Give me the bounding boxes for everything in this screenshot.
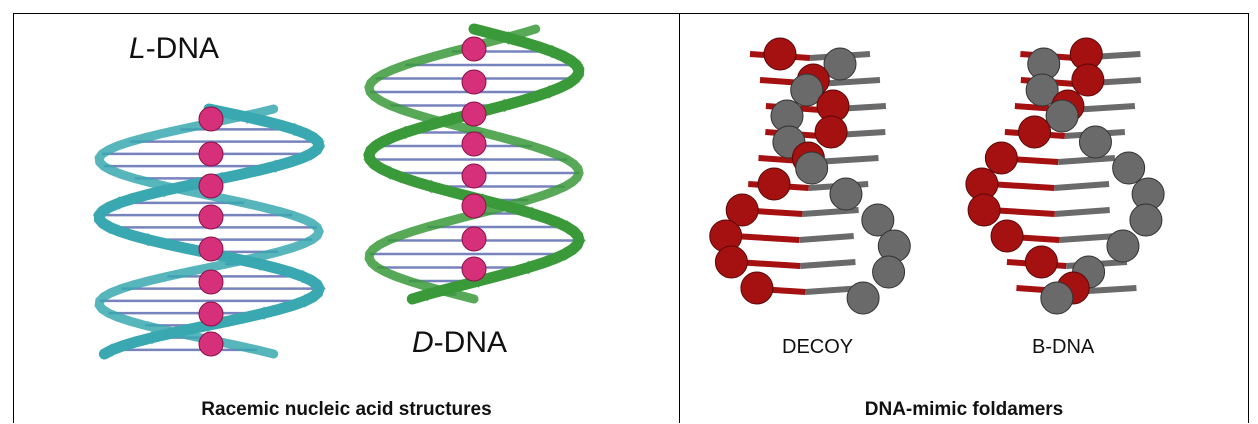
l-dna-ion: [198, 301, 224, 327]
decoy-grey-sphere: [861, 203, 895, 237]
l-dna-label: L-DNA: [129, 32, 220, 65]
l-dna-ion: [198, 106, 224, 132]
decoy-grey-sphere: [872, 255, 906, 289]
l-dna-ion: [198, 269, 224, 295]
foldamer-illustration: [709, 37, 1165, 315]
l-dna-ion: [198, 141, 224, 167]
decoy-grey-sphere: [823, 47, 857, 81]
decoy-red-sphere: [725, 193, 759, 227]
foldamer-caption: DNA-mimic foldamers: [864, 399, 1064, 420]
decoy-red-sphere: [763, 37, 797, 71]
decoy-red-sphere: [740, 271, 774, 305]
d-dna-ion: [461, 226, 487, 252]
b-dna-label: B-DNA: [1032, 336, 1095, 358]
decoy-grey-strand: [798, 233, 854, 243]
decoy-red-sphere: [814, 115, 848, 149]
d-dna-ion: [461, 163, 487, 189]
b-dna-grey-strand: [1054, 207, 1110, 217]
decoy-grey-sphere: [790, 73, 824, 107]
decoy-grey-strand: [802, 207, 859, 217]
b-dna-red-sphere: [1024, 245, 1058, 279]
b-dna-grey-sphere: [1045, 99, 1079, 133]
b-dna-red-sphere: [1071, 63, 1105, 97]
b-dna-grey-strand: [1059, 233, 1117, 243]
b-dna-red-sphere: [984, 141, 1018, 175]
d-dna-ion: [461, 101, 487, 127]
d-dna-ion: [461, 36, 487, 62]
l-dna-ion: [198, 173, 224, 199]
racemic-illustration: [92, 23, 586, 360]
b-dna-red-strand: [989, 207, 1056, 217]
l-dna-backbone-back: [94, 104, 324, 359]
decoy-red-strand: [733, 233, 800, 243]
b-dna-grey-sphere: [1129, 203, 1163, 237]
b-dna-red-strand: [988, 181, 1055, 191]
b-dna-grey-strand: [1058, 155, 1116, 165]
racemic-caption: Racemic nucleic acid structures: [201, 399, 492, 420]
b-dna-grey-sphere: [1106, 229, 1140, 263]
d-dna-label: D-DNA: [412, 326, 508, 359]
decoy-red-sphere: [714, 245, 748, 279]
l-dna-ion: [198, 331, 224, 357]
decoy-label: DECOY: [782, 336, 854, 358]
decoy-grey-sphere: [795, 151, 829, 185]
d-dna-backbone-back: [364, 24, 584, 304]
b-dna-grey-sphere: [1025, 73, 1059, 107]
b-dna-red-sphere: [990, 219, 1024, 253]
b-dna-grey-sphere: [1040, 281, 1074, 315]
decoy-red-sphere: [757, 167, 791, 201]
b-dna-grey-sphere: [1078, 125, 1112, 159]
b-dna-red-sphere: [1018, 115, 1052, 149]
decoy-grey-sphere: [846, 281, 880, 315]
b-dna-grey-strand: [1054, 181, 1110, 191]
d-dna-ion: [461, 256, 487, 282]
b-dna-red-sphere: [967, 193, 1001, 227]
decoy-grey-sphere: [829, 177, 863, 211]
d-dna-ion: [461, 69, 487, 95]
b-dna-grey-sphere: [1112, 151, 1146, 185]
d-dna-ion: [461, 131, 487, 157]
l-dna-ion: [198, 236, 224, 262]
decoy-grey-strand: [800, 259, 856, 269]
l-dna-backbone-front: [93, 103, 325, 360]
l-dna-ion: [198, 204, 224, 230]
d-dna-ion: [461, 193, 487, 219]
d-dna-backbone-front: [363, 23, 585, 305]
foldamer-panel: DECOY B-DNA DNA-mimic foldamers: [679, 13, 1249, 423]
racemic-panel: L-DNA D-DNA Racemic nucleic acid structu…: [13, 13, 679, 423]
